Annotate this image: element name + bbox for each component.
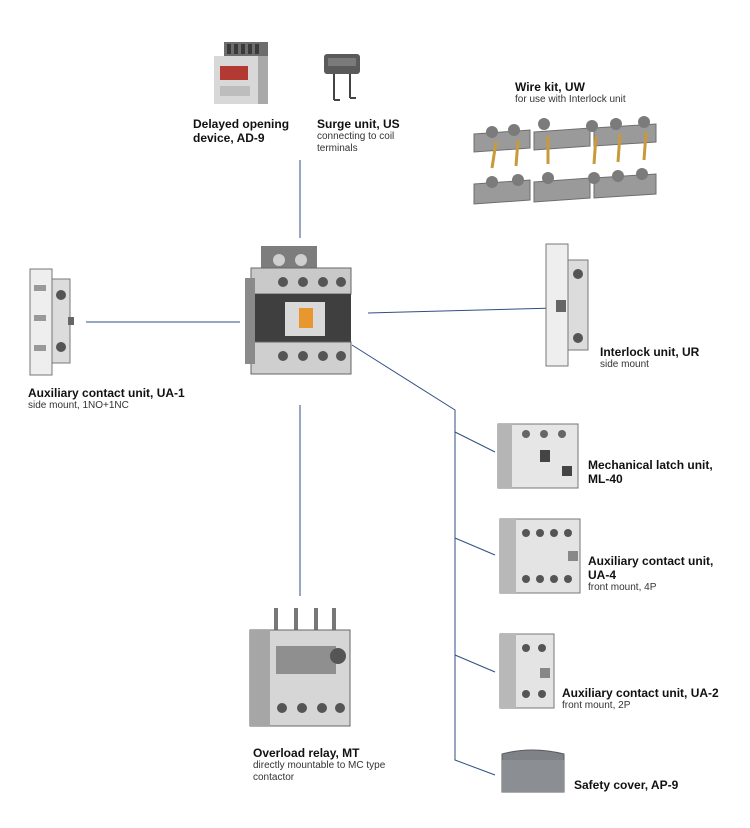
ad9-device-image [214, 42, 268, 104]
label-mt: Overload relay, MT directly mountable to… [253, 746, 385, 784]
label-ml40: Mechanical latch unit, ML-40 [588, 458, 713, 486]
line-to-ua4 [454, 537, 496, 556]
ad9-title-line2: device, AD-9 [193, 131, 265, 145]
ua1-sub: side mount, 1NO+1NC [28, 400, 129, 411]
label-us: Surge unit, US connecting to coil termin… [317, 117, 400, 155]
ur-sub: side mount [600, 359, 649, 370]
ua4-sub: front mount, 4P [588, 582, 657, 593]
ml40-image [497, 423, 579, 489]
mt-sub-line1: directly mountable to MC type [253, 760, 386, 771]
label-ua2: Auxiliary contact unit, UA-2 front mount… [562, 686, 719, 712]
ml40-title-line2: ML-40 [588, 472, 623, 486]
label-ua1: Auxiliary contact unit, UA-1 side mount,… [28, 386, 185, 412]
label-ap9: Safety cover, AP-9 [574, 778, 678, 792]
line-to-ur [367, 307, 557, 314]
ua2-title: Auxiliary contact unit, UA-2 [562, 686, 719, 700]
ml40-title-line1: Mechanical latch unit, [588, 458, 713, 472]
line-to-ml40 [454, 431, 496, 453]
us-sub-line2: terminals [317, 143, 358, 154]
ua4-image [499, 518, 581, 594]
interlock-unit-image [545, 243, 589, 367]
safety-cover-image [501, 749, 565, 793]
ad9-title-line1: Delayed opening [193, 117, 290, 131]
uw-title: Wire kit, UW [515, 80, 585, 94]
ap9-title: Safety cover, AP-9 [574, 778, 679, 792]
ua1-title: Auxiliary contact unit, UA-1 [28, 386, 185, 400]
wire-kit-image [473, 116, 657, 205]
mt-sub-line2: contactor [253, 772, 295, 783]
ua1-image [29, 268, 74, 376]
label-ur: Interlock unit, UR side mount [600, 345, 699, 371]
us-sub-line1: connecting to coil [317, 131, 395, 142]
uw-sub: for use with Interlock unit [515, 94, 626, 105]
us-title: Surge unit, US [317, 117, 400, 131]
mt-title: Overload relay, MT [253, 746, 360, 760]
line-to-ua2 [454, 654, 496, 673]
label-uw: Wire kit, UW for use with Interlock unit [515, 80, 626, 106]
ua2-image [499, 633, 555, 709]
ur-title: Interlock unit, UR [600, 345, 700, 359]
contactor-image [245, 246, 352, 375]
label-ad9: Delayed opening device, AD-9 [193, 117, 289, 145]
ua4-title-line2: UA-4 [588, 568, 617, 582]
overload-relay-image [249, 608, 351, 727]
ua4-title-line1: Auxiliary contact unit, [588, 554, 714, 568]
line-front-trunk [351, 344, 496, 776]
ua2-sub: front mount, 2P [562, 700, 631, 711]
label-ua4: Auxiliary contact unit, UA-4 front mount… [588, 554, 713, 594]
surge-unit-image [324, 54, 360, 101]
